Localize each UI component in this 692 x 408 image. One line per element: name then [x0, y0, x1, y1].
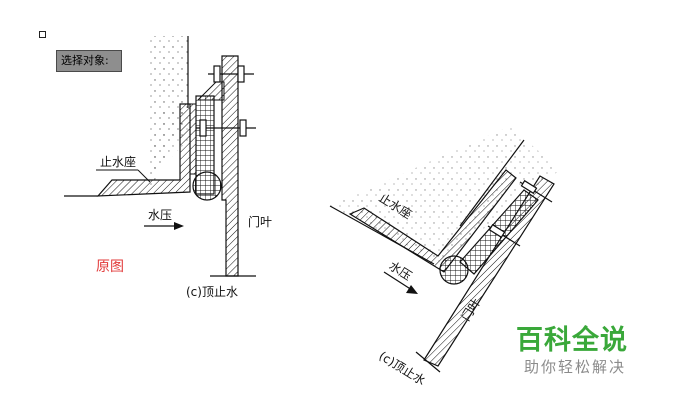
water-stop-seat: [96, 103, 191, 197]
wall-line: [459, 139, 525, 227]
concrete-fill: [150, 108, 188, 180]
bolt: [196, 65, 256, 137]
watermark-subtitle: 助你轻松解决: [524, 358, 627, 376]
leader-line: [137, 169, 151, 183]
seal-bulb: [439, 255, 469, 285]
water-pressure-label: 水压: [386, 259, 414, 284]
left-drawing: 止水座 水压 门叶 (c)顶止水: [64, 36, 272, 299]
water-pressure-arrow: [144, 222, 184, 230]
clamp-plate: [189, 103, 197, 175]
water-pressure-arrow: [383, 271, 418, 294]
watermark-title: 百科全说: [516, 325, 628, 356]
drawing-caption: (c)顶止水: [186, 285, 238, 299]
door-leaf-label: 门叶: [248, 214, 272, 229]
water-pressure-label: 水压: [148, 208, 172, 222]
bolt: [487, 179, 553, 247]
clamp-bracket: [196, 81, 225, 101]
original-image-label: 原图: [96, 259, 124, 275]
right-drawing: 止水座 水压 门叶 (c)顶止水: [329, 126, 560, 388]
base-line: [415, 351, 441, 373]
cad-command-prompt: 选择对象:: [56, 50, 122, 72]
drawing-caption: (c)顶止水: [376, 349, 427, 388]
cad-grip-marker[interactable]: [39, 31, 46, 38]
seal-bulb: [192, 171, 222, 201]
door-leaf: [221, 55, 239, 277]
seat-label: 止水座: [100, 154, 136, 169]
